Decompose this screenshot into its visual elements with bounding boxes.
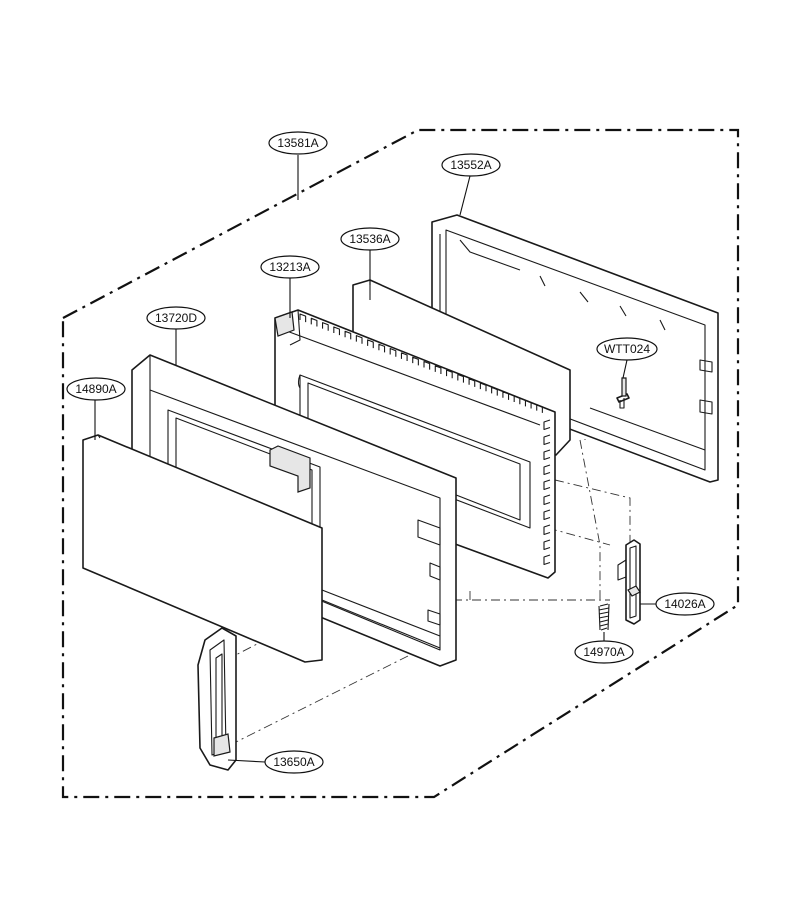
label-13720D: 13720D	[146, 306, 206, 330]
label-text: 13581A	[277, 136, 318, 150]
tooth-column	[543, 419, 551, 566]
label-text: 14026A	[664, 597, 705, 611]
latch-screw-part	[616, 377, 630, 409]
latch-lever-part	[617, 539, 641, 625]
label-14970A: 14970A	[574, 640, 634, 664]
leader-lines	[94, 155, 659, 763]
assembly-boundary	[61, 128, 740, 799]
label-14890A: 14890A	[66, 377, 126, 401]
label-13552A: 13552A	[441, 153, 501, 177]
label-13536A: 13536A	[340, 227, 400, 251]
door-handle-part	[197, 627, 237, 771]
label-14026A: 14026A	[655, 592, 715, 616]
label-text: 13213A	[269, 260, 310, 274]
label-text: 14970A	[583, 645, 624, 659]
label-text: 14890A	[75, 382, 116, 396]
label-13213A: 13213A	[260, 255, 320, 279]
label-text: WTT024	[604, 342, 650, 356]
front-glass-part	[82, 434, 323, 663]
door-plate-part	[274, 309, 556, 579]
label-text: 13650A	[273, 755, 314, 769]
choke-teeth-side	[543, 419, 551, 566]
label-text: 13536A	[349, 232, 390, 246]
label-text: 13552A	[450, 158, 491, 172]
tooth-row	[299, 313, 543, 413]
label-text: 13720D	[155, 311, 197, 325]
choke-teeth	[299, 313, 543, 413]
label-13650A: 13650A	[264, 750, 324, 774]
label-WTT024: WTT024	[596, 337, 658, 361]
latch-spring-part	[598, 603, 610, 631]
label-13581A: 13581A	[268, 131, 328, 155]
